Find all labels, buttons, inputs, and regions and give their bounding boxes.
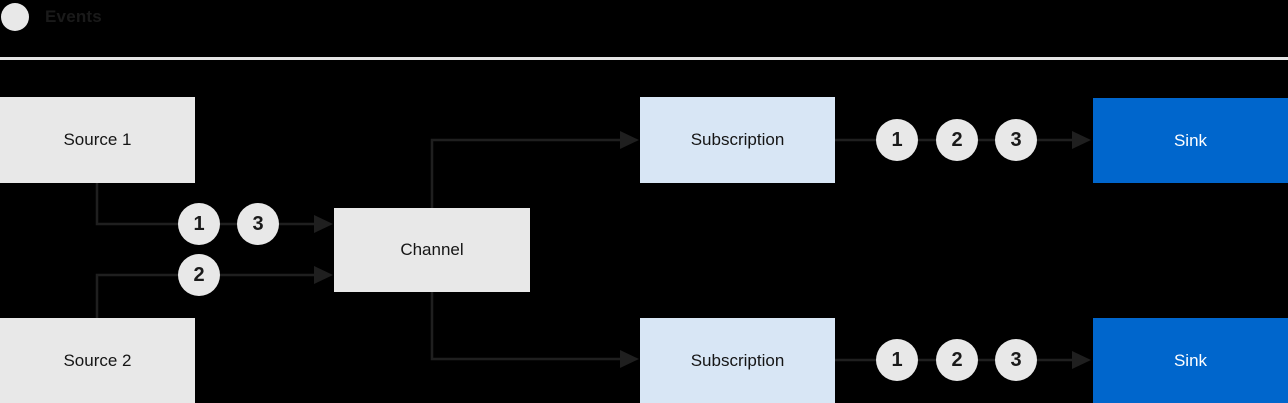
event-circle: 3 [237,203,279,245]
event-circle: 3 [995,119,1037,161]
edge-source2-to-channel [95,266,333,318]
node-subscription-top-label: Subscription [690,130,785,149]
event-circle: 1 [876,339,918,381]
node-subscription-bottom: Subscription [640,318,835,403]
event-circle: 2 [178,254,220,296]
node-channel-label: Channel [400,240,464,259]
node-channel: Channel [334,208,530,292]
edge-channel-to-subscription-bottom [430,292,639,368]
event-circle: 3 [995,339,1037,381]
node-source-1-label: Source 1 [63,130,132,149]
legend-label: Events [45,7,102,26]
node-subscription-top: Subscription [640,97,835,183]
event-legend-icon [1,3,29,31]
event-circle: 1 [178,203,220,245]
node-source-2-label: Source 2 [63,350,132,370]
event-circle: 2 [936,119,978,161]
node-sink-top: Sink [1093,98,1288,183]
edge-channel-to-subscription-top [430,131,639,208]
node-sink-bottom-label: Sink [1173,350,1208,370]
event-circle: 1 [876,119,918,161]
node-subscription-bottom-label: Subscription [690,350,785,370]
node-sink-top-label: Sink [1173,130,1208,150]
node-source-2: Source 2 [0,318,195,403]
node-source-1: Source 1 [0,97,195,183]
event-circle: 2 [936,339,978,381]
separator-line [0,57,1288,60]
node-sink-bottom: Sink [1093,318,1288,403]
